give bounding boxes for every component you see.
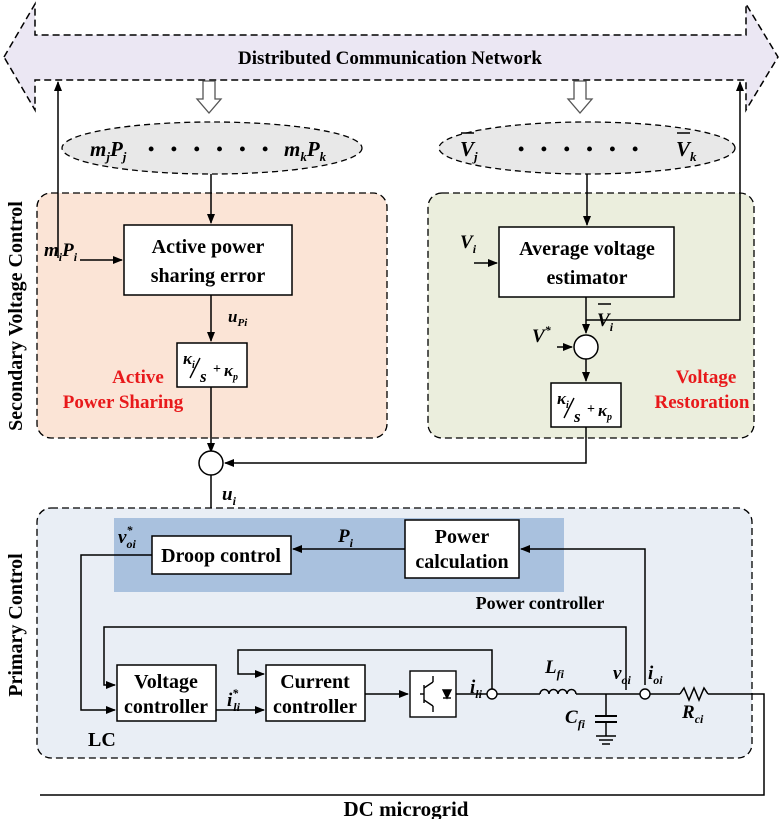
pi-left-s: s (199, 367, 207, 386)
neighbor-voltage-dots: • • • • • • (518, 139, 644, 159)
pi-right-ki: κi (557, 389, 569, 411)
pi-right-slash (563, 397, 575, 419)
primary-control-label: Primary Control (5, 553, 27, 697)
vref-oi-signal: v*oi (118, 523, 136, 551)
vi-input: Vi (460, 232, 477, 256)
neighbor-vj: Vj (460, 137, 478, 164)
power-controller-label: Power controller (476, 593, 605, 613)
neighbor-mjpj: mjPj (90, 137, 127, 164)
lfi-label: Lfi (544, 657, 565, 681)
active-power-sharing-label-line1: Active (112, 367, 164, 388)
current-controller-block (265, 664, 366, 722)
pi-right-kp: κp (598, 401, 612, 423)
power-calculation-block (404, 519, 520, 579)
wire-ili-to-cctrl (237, 649, 493, 690)
network-down-arrow-left (195, 80, 223, 114)
neighbor-power-dots: • • • • • • (148, 139, 274, 159)
pi-right-plus: + (587, 402, 595, 417)
wire-ioi-to-pcalc (520, 545, 646, 685)
inductor-lfi-icon (539, 688, 577, 695)
ave-line2: estimator (546, 267, 627, 289)
ili-measure-node (486, 688, 498, 700)
network-down-arrow-right (566, 80, 594, 114)
voltage-controller-block (116, 664, 217, 722)
capacitor-cfi-icon (595, 715, 617, 736)
ioi-measure-node (639, 688, 651, 700)
wire-voi-to-vctrl (103, 626, 627, 690)
wire-pi-right-to-sum (224, 427, 587, 467)
rci-label: Rci (681, 702, 704, 726)
pi-left-kp: κp (224, 361, 238, 383)
neighbor-vk: Vk (676, 137, 697, 164)
mi-pi-input: miPi (44, 240, 78, 264)
voltage-controller-line2: controller (124, 696, 208, 718)
voi-signal: voi (613, 663, 631, 687)
current-controller-line2: controller (273, 696, 357, 718)
active-power-sharing-error-block (123, 224, 293, 296)
wire-to-dc-bus (40, 693, 765, 796)
upi-signal: uPi (228, 307, 248, 329)
current-controller-line1: Current (280, 671, 350, 693)
pi-signal: Pi (337, 526, 354, 550)
wire-vavg-to-network (586, 81, 744, 321)
power-calc-line2: calculation (415, 551, 508, 573)
active-power-sharing-label-line2: Power Sharing (63, 392, 184, 413)
secondary-voltage-control-label: Secondary Voltage Control (5, 201, 27, 431)
droop-control-label: Droop control (161, 545, 281, 567)
pi-left-slash (189, 357, 201, 379)
power-calc-line1: Power (435, 526, 490, 548)
dc-microgrid-label: DC microgrid (343, 797, 468, 819)
pi-right-s: s (573, 407, 581, 426)
lc-label: LC (88, 729, 116, 751)
pi-controller-right (550, 382, 622, 428)
network-double-arrow (3, 1, 779, 113)
neighbor-mkpk: mkPk (284, 137, 327, 164)
network-title: Distributed Communication Network (238, 48, 542, 69)
inverter-switch-icon (409, 670, 457, 718)
ave-line1: Average voltage (519, 238, 655, 260)
resistor-rci-icon (679, 686, 709, 702)
ili-signal: ili (470, 677, 483, 701)
voltage-summing-junction (573, 334, 599, 360)
iref-li-signal: i*li (227, 686, 241, 714)
cfi-label: Cfi (565, 707, 586, 731)
droop-control-block (151, 535, 292, 575)
wire-droop-to-vctrl (80, 554, 152, 714)
voltage-restoration-label-line1: Voltage (676, 367, 737, 388)
pi-left-ki: κi (183, 349, 195, 371)
ui-signal: ui (222, 484, 237, 508)
secondary-summing-junction (198, 450, 224, 476)
aps-error-line2: sharing error (151, 265, 266, 287)
vref-input: V* (532, 323, 552, 347)
voltage-controller-line1: Voltage (134, 671, 198, 693)
ground-icon (596, 735, 616, 745)
ioi-signal: ioi (648, 663, 663, 687)
voltage-restoration-label-line2: Restoration (655, 392, 750, 413)
pi-controller-left (176, 342, 248, 388)
aps-error-line1: Active power (152, 236, 265, 258)
pi-left-plus: + (213, 362, 221, 377)
neighbor-power-ellipse (61, 121, 363, 175)
